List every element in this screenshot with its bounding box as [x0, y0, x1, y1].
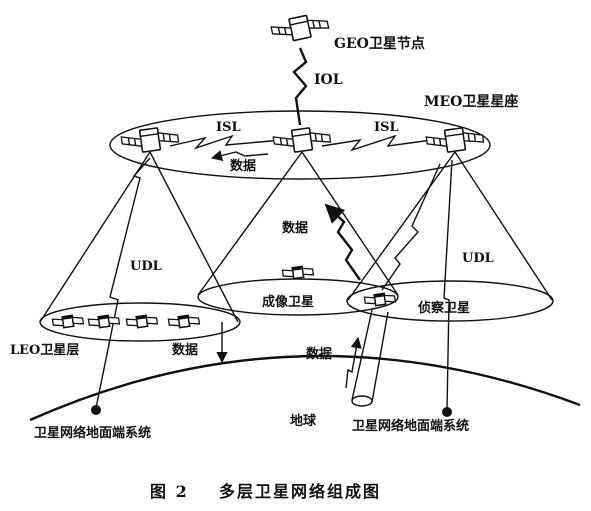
- beam-cylinder-icon: [351, 309, 389, 407]
- isl-data-arrow: [210, 150, 269, 161]
- data-ground-label: 数据: [306, 346, 332, 362]
- earth-label: 地球: [290, 413, 317, 429]
- data-mid-link: [324, 203, 361, 281]
- isl-left-link: [169, 134, 283, 150]
- recon-sat-ellipse: [346, 280, 554, 322]
- coverage-cones: [39, 151, 553, 323]
- udl-left-link: [95, 157, 151, 409]
- imaging-satellite-icon: [281, 264, 315, 281]
- ground-right-label: 卫星网络地面端系统: [352, 418, 469, 434]
- leo-layer-label: LEO卫星层: [10, 343, 79, 358]
- leo-ellipse: [39, 302, 241, 342]
- imaging-sat-label: 成像卫星: [262, 294, 314, 310]
- udl-right-label: UDL: [462, 251, 494, 266]
- udl-left-label: UDL: [130, 259, 162, 274]
- geo-node-label: GEO卫星节点: [334, 35, 425, 52]
- leo-satellite-icon: [51, 313, 85, 330]
- meo-satellite-mid-icon: [271, 124, 333, 156]
- recon-satellite-icon: [363, 291, 397, 308]
- geo-satellite-icon: [269, 10, 331, 46]
- data-meo-label: 数据: [230, 158, 256, 174]
- ground-station-left-icon: [91, 405, 101, 415]
- ground-data-arrow: [345, 336, 362, 389]
- meo-orbit: [109, 110, 491, 180]
- ground-left-label: 卫星网络地面端系统: [34, 425, 151, 441]
- data-leo-label: 数据: [172, 342, 198, 358]
- ground-station-right-icon: [442, 407, 452, 417]
- earth-surface: [29, 354, 581, 422]
- isl-right-link: [321, 134, 433, 152]
- leo-satellite-icon: [125, 313, 159, 330]
- udl-right-link: [443, 159, 453, 411]
- recon-meo-link: [381, 163, 441, 291]
- isl-left-label: ISL: [216, 120, 241, 135]
- meo-constellation-label: MEO卫星星座: [424, 93, 518, 110]
- meo-satellite-right-icon: [424, 124, 486, 156]
- iol-label: IOL: [314, 72, 343, 88]
- figure-caption: 图 2 多层卫星网络组成图: [150, 482, 381, 501]
- leo-satellite-icon: [167, 313, 201, 330]
- recon-sat-label: 侦察卫星: [417, 300, 470, 316]
- data-mid-label: 数据: [282, 220, 308, 236]
- isl-right-label: ISL: [374, 120, 399, 135]
- imaging-sat-ellipse: [197, 278, 399, 316]
- iol-link: [292, 47, 308, 126]
